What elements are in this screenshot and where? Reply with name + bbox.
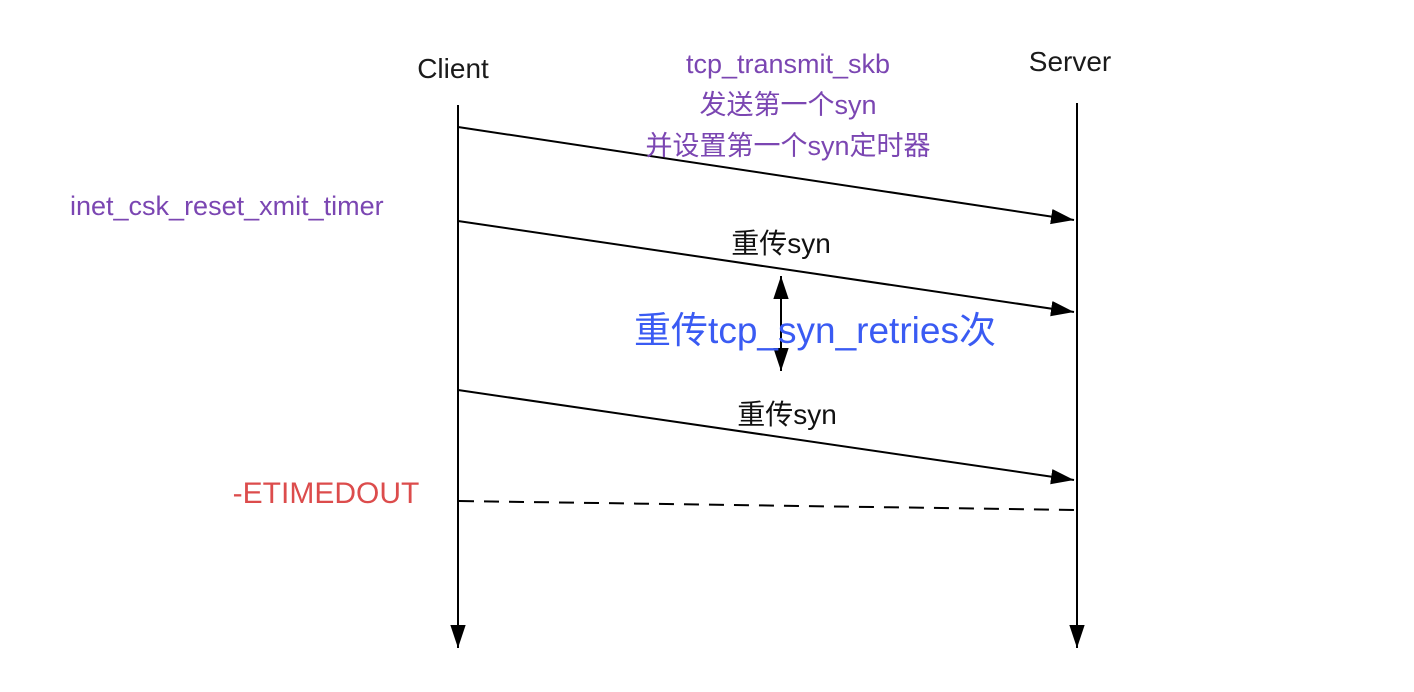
- message-arrow-first-syn: [457, 126, 1075, 225]
- participant-label-client: Client: [417, 53, 489, 84]
- note-send-first-syn-line-2: 发送第一个syn: [699, 90, 877, 120]
- message-arrow-retransmit-2: [457, 389, 1075, 485]
- note-send-first-syn-line-3: 并设置第一个syn定时器: [645, 131, 931, 161]
- message-label-retransmit-1: 重传syn: [731, 228, 831, 259]
- note-send-first-syn-line-1: tcp_transmit_skb: [685, 49, 891, 79]
- timeout-dashed-line: [458, 500, 1078, 511]
- note-etimedout: -ETIMEDOUT: [232, 477, 420, 510]
- participant-label-server: Server: [1028, 46, 1112, 77]
- message-label-retransmit-2: 重传syn: [737, 399, 837, 430]
- message-arrow-retransmit-1: [457, 220, 1075, 317]
- note-retry-count: 重传tcp_syn_retries次: [634, 310, 996, 351]
- note-reset-xmit-timer: inet_csk_reset_xmit_timer: [70, 191, 384, 221]
- note-send-first-syn: tcp_transmit_skb 发送第一个syn 并设置第一个syn定时器: [645, 44, 930, 167]
